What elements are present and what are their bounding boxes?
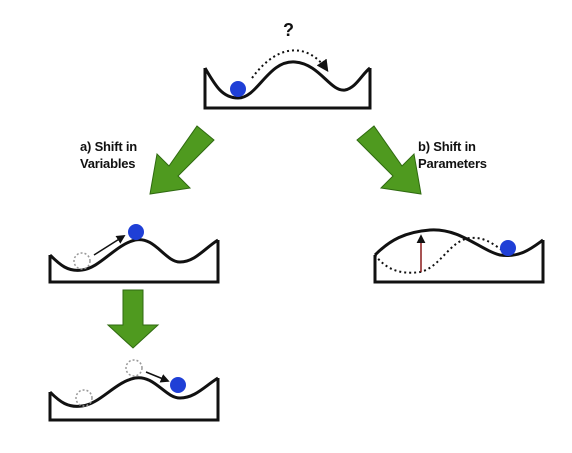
ghost-ball-origin [75, 389, 93, 407]
ball-final [170, 377, 186, 393]
ghost-ball-start [73, 252, 91, 270]
ghost-ball-peak [125, 359, 143, 377]
variables-landscape-2 [48, 359, 220, 422]
uncertain-path-arrow [251, 49, 329, 79]
parameters-landscape [373, 228, 545, 284]
top-energy-landscape [203, 49, 372, 110]
label-shift-variables: a) Shift in Variables [80, 138, 137, 172]
ball-top [230, 81, 246, 97]
ball-on-peak [128, 224, 144, 240]
label-shift-variables-line2: Variables [80, 156, 136, 171]
green-arrow-right [356, 125, 422, 195]
move-arrow-up [93, 235, 126, 256]
question-mark: ? [283, 20, 294, 40]
old-landscape-dotted [374, 236, 513, 274]
label-shift-parameters-line2: Parameters [418, 156, 487, 171]
variables-landscape-1 [48, 224, 220, 284]
green-arrow-left [149, 125, 215, 195]
green-arrow-down [106, 289, 160, 349]
ball-right [500, 240, 516, 256]
move-arrow-down [145, 371, 170, 383]
label-shift-parameters: b) Shift in Parameters [418, 138, 487, 172]
label-shift-parameters-line1: b) Shift in [418, 139, 476, 154]
label-shift-variables-line1: a) Shift in [80, 139, 138, 154]
